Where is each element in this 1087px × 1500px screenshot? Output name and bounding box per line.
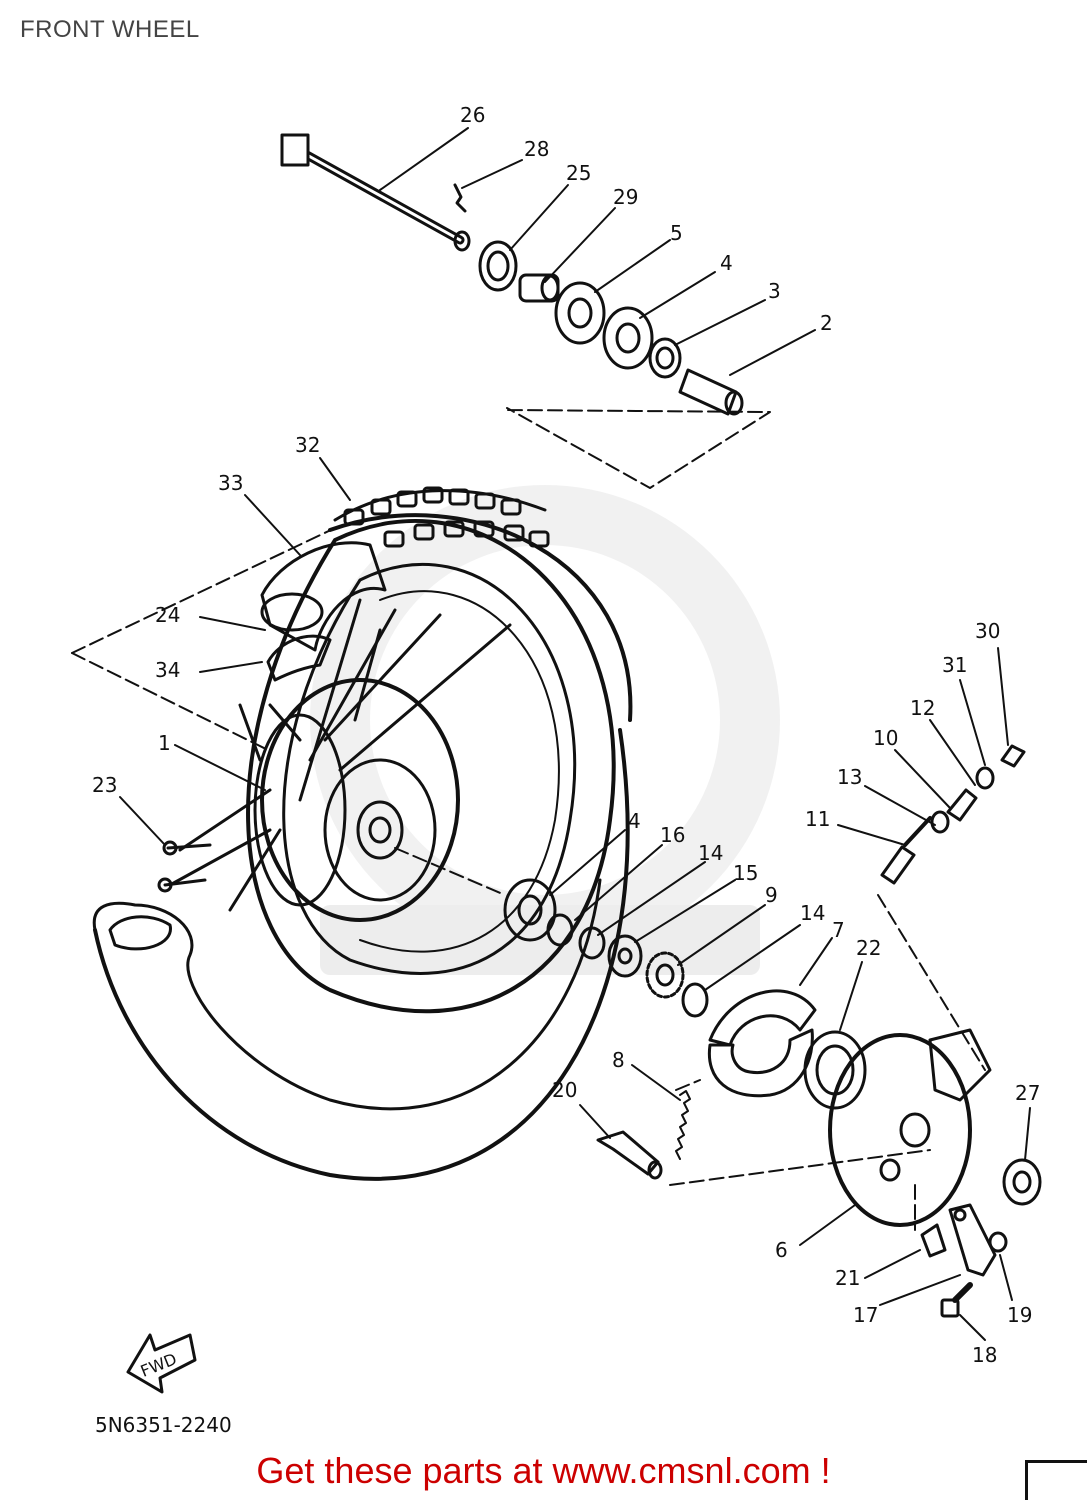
bearing-part <box>503 878 557 942</box>
part-number: 15 <box>733 861 758 885</box>
assembly-line <box>877 894 986 1071</box>
part-number: 13 <box>837 765 862 789</box>
tire-tread-part <box>333 486 550 548</box>
wheel-rim-part <box>246 519 616 1014</box>
part-number: 14 <box>800 901 825 925</box>
assembly-line <box>669 1079 931 1186</box>
part-number: 6 <box>775 1238 788 1262</box>
spring-part <box>675 1090 691 1160</box>
part-number: 14 <box>698 841 723 865</box>
cam-lever-part <box>948 1203 997 1277</box>
part-number-labels: 26 28 25 29 5 4 3 2 32 33 24 34 1 23 4 1… <box>92 103 1040 1367</box>
part-number: 24 <box>155 603 180 627</box>
speedometer-drive-parts <box>880 744 1026 885</box>
part-number: 17 <box>853 1303 878 1327</box>
washer-part <box>681 982 709 1018</box>
washer-part <box>578 926 606 960</box>
rim-band-part <box>266 634 332 682</box>
part-number: 19 <box>1007 1303 1032 1327</box>
part-number: 16 <box>660 823 685 847</box>
oil-seal-part <box>478 240 518 292</box>
spoke-nipple-part <box>157 840 212 893</box>
assembly-line <box>71 652 269 751</box>
clutch-part <box>607 934 643 978</box>
part-number: 1 <box>158 731 171 755</box>
part-number: 21 <box>835 1266 860 1290</box>
circlip-part <box>546 913 574 947</box>
nut-part <box>1002 1158 1042 1206</box>
assembly-line <box>506 407 771 489</box>
inner-tube-part <box>260 541 387 652</box>
gear-part <box>645 951 685 999</box>
leader-lines <box>119 127 1031 1341</box>
brake-plate-part <box>828 1028 992 1227</box>
part-number: 34 <box>155 658 180 682</box>
part-number: 20 <box>552 1078 577 1102</box>
part-number: 29 <box>613 185 638 209</box>
watermark-logo <box>310 485 780 975</box>
brake-shoe-part <box>707 989 817 1098</box>
part-number: 3 <box>768 279 781 303</box>
corner-mark <box>1025 1460 1087 1500</box>
bearing-part <box>602 306 654 370</box>
nut-part <box>988 1231 1008 1253</box>
part-number: 31 <box>942 653 967 677</box>
spokes-part <box>168 598 512 912</box>
part-number: 23 <box>92 773 117 797</box>
part-number: 8 <box>612 1048 625 1072</box>
assembly-line <box>394 847 506 896</box>
footer-link-text[interactable]: Get these parts at www.cmsnl.com ! <box>256 1450 831 1491</box>
part-number: 11 <box>805 807 830 831</box>
indicator-plate-part <box>920 1223 947 1258</box>
page-title: FRONT WHEEL <box>20 16 200 43</box>
part-number: 4 <box>720 251 733 275</box>
part-number: 18 <box>972 1343 997 1367</box>
hub-part <box>253 678 460 922</box>
spacer-part <box>518 273 560 303</box>
fwd-stamp-label: FWD <box>138 1349 180 1381</box>
drawing-code: 5N6351-2240 <box>95 1413 232 1437</box>
part-number: 26 <box>460 103 485 127</box>
bearing-part <box>554 281 606 345</box>
axle-part <box>280 133 471 252</box>
cotter-pin-part <box>453 183 467 213</box>
part-number: 22 <box>856 936 881 960</box>
fwd-arrow-stamp <box>126 1333 197 1394</box>
part-number: 5 <box>670 221 683 245</box>
part-number: 25 <box>566 161 591 185</box>
part-number: 12 <box>910 696 935 720</box>
part-number: 4 <box>628 809 641 833</box>
part-number: 33 <box>218 471 243 495</box>
part-number: 7 <box>832 918 845 942</box>
valve-part <box>596 1130 663 1180</box>
part-number: 10 <box>873 726 898 750</box>
part-number: 27 <box>1015 1081 1040 1105</box>
part-number: 28 <box>524 137 549 161</box>
bolt-part <box>940 1282 973 1318</box>
spacer-tube-part <box>678 368 744 416</box>
part-number: 30 <box>975 619 1000 643</box>
part-number: 32 <box>295 433 320 457</box>
assembly-line <box>71 527 336 654</box>
part-number: 9 <box>765 883 778 907</box>
seal-part <box>648 337 682 379</box>
part-number: 2 <box>820 311 833 335</box>
